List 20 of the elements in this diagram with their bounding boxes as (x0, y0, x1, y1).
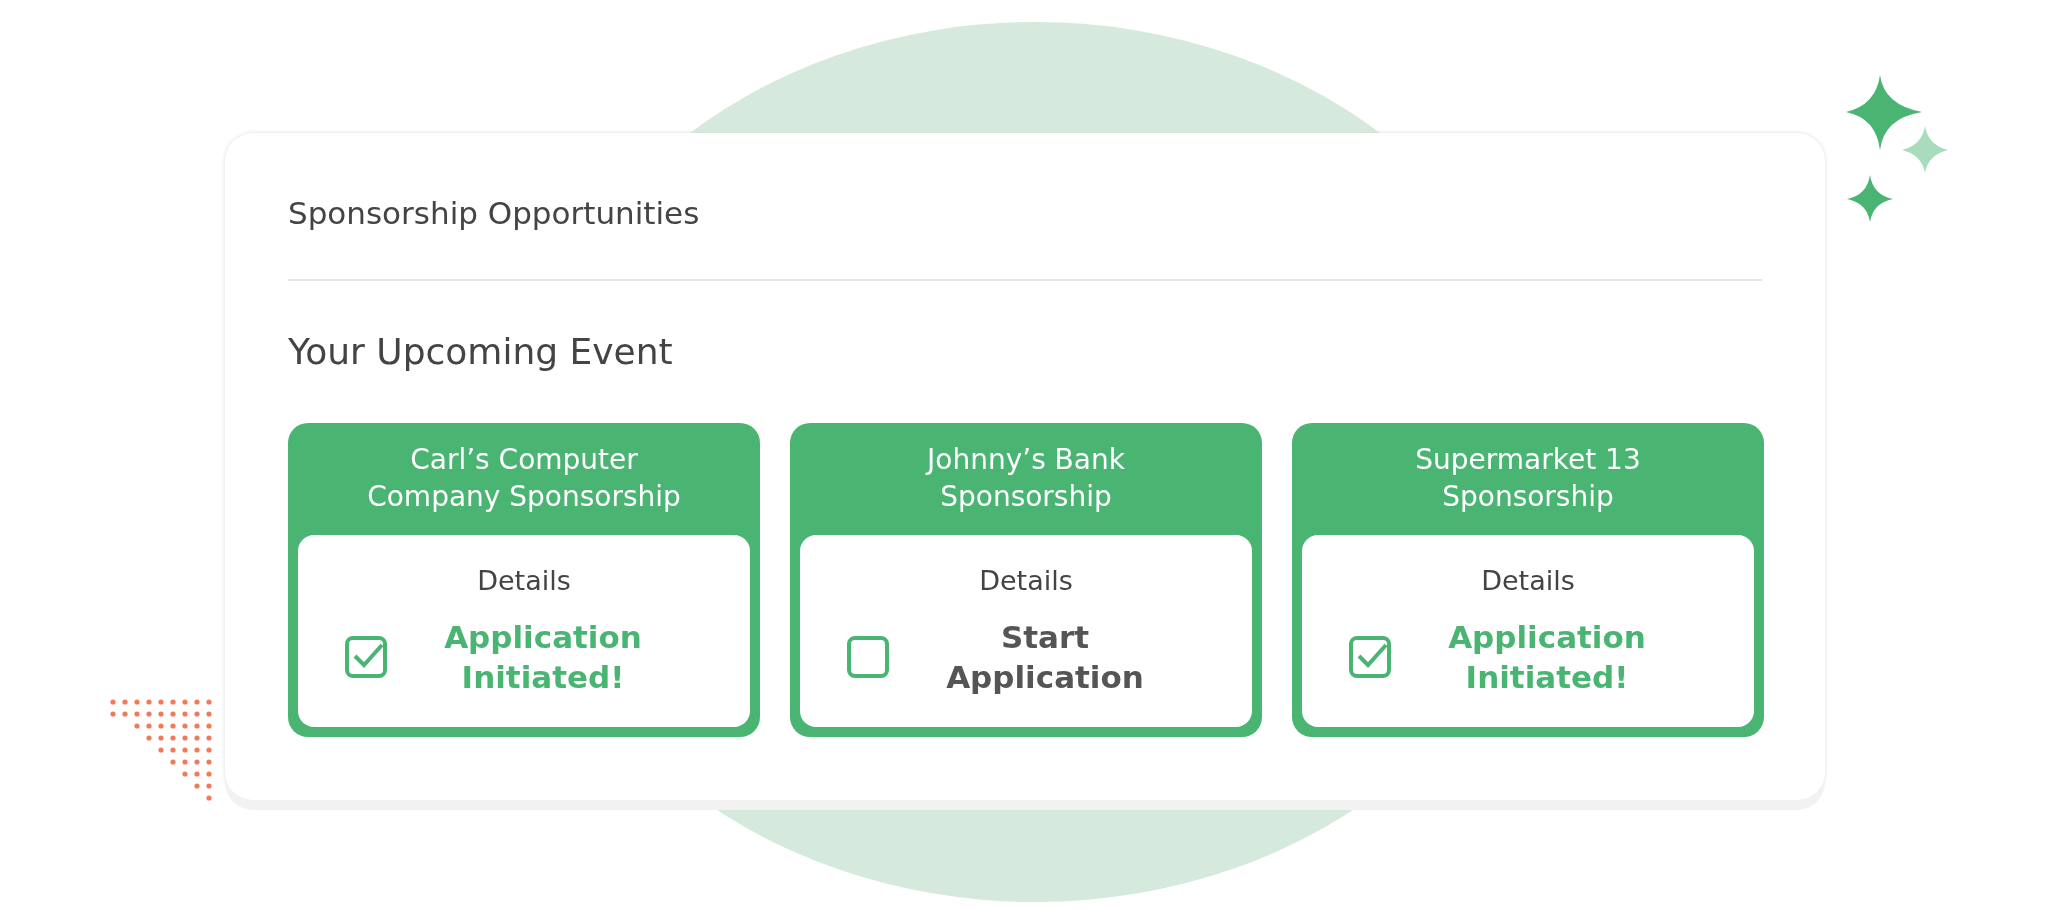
panel-title: Sponsorship Opportunities (288, 195, 700, 231)
sponsorship-card (790, 423, 1262, 737)
sponsorship-card (288, 423, 760, 737)
section-heading: Your Upcoming Event (288, 331, 673, 372)
checkbox-icon (846, 635, 890, 679)
action-text: Start Application (945, 618, 1145, 697)
status-text: Application Initiated! (443, 618, 643, 697)
details-text: Details (1480, 565, 1576, 596)
checked-checkbox-icon (344, 635, 388, 679)
card-heading: Supermarket 13 Sponsorship (1414, 442, 1642, 515)
details-panel (800, 535, 1252, 727)
card-heading: Carl’s Computer Company Sponsorship (366, 442, 682, 515)
sponsorship-card (1292, 423, 1764, 737)
details-panel (1302, 535, 1754, 727)
details-text: Details (476, 565, 572, 596)
details-text: Details (978, 565, 1074, 596)
card-heading: Johnny’s Bank Sponsorship (924, 442, 1126, 515)
checked-checkbox-icon (1348, 635, 1392, 679)
status-text: Application Initiated! (1447, 618, 1647, 697)
details-panel (298, 535, 750, 727)
